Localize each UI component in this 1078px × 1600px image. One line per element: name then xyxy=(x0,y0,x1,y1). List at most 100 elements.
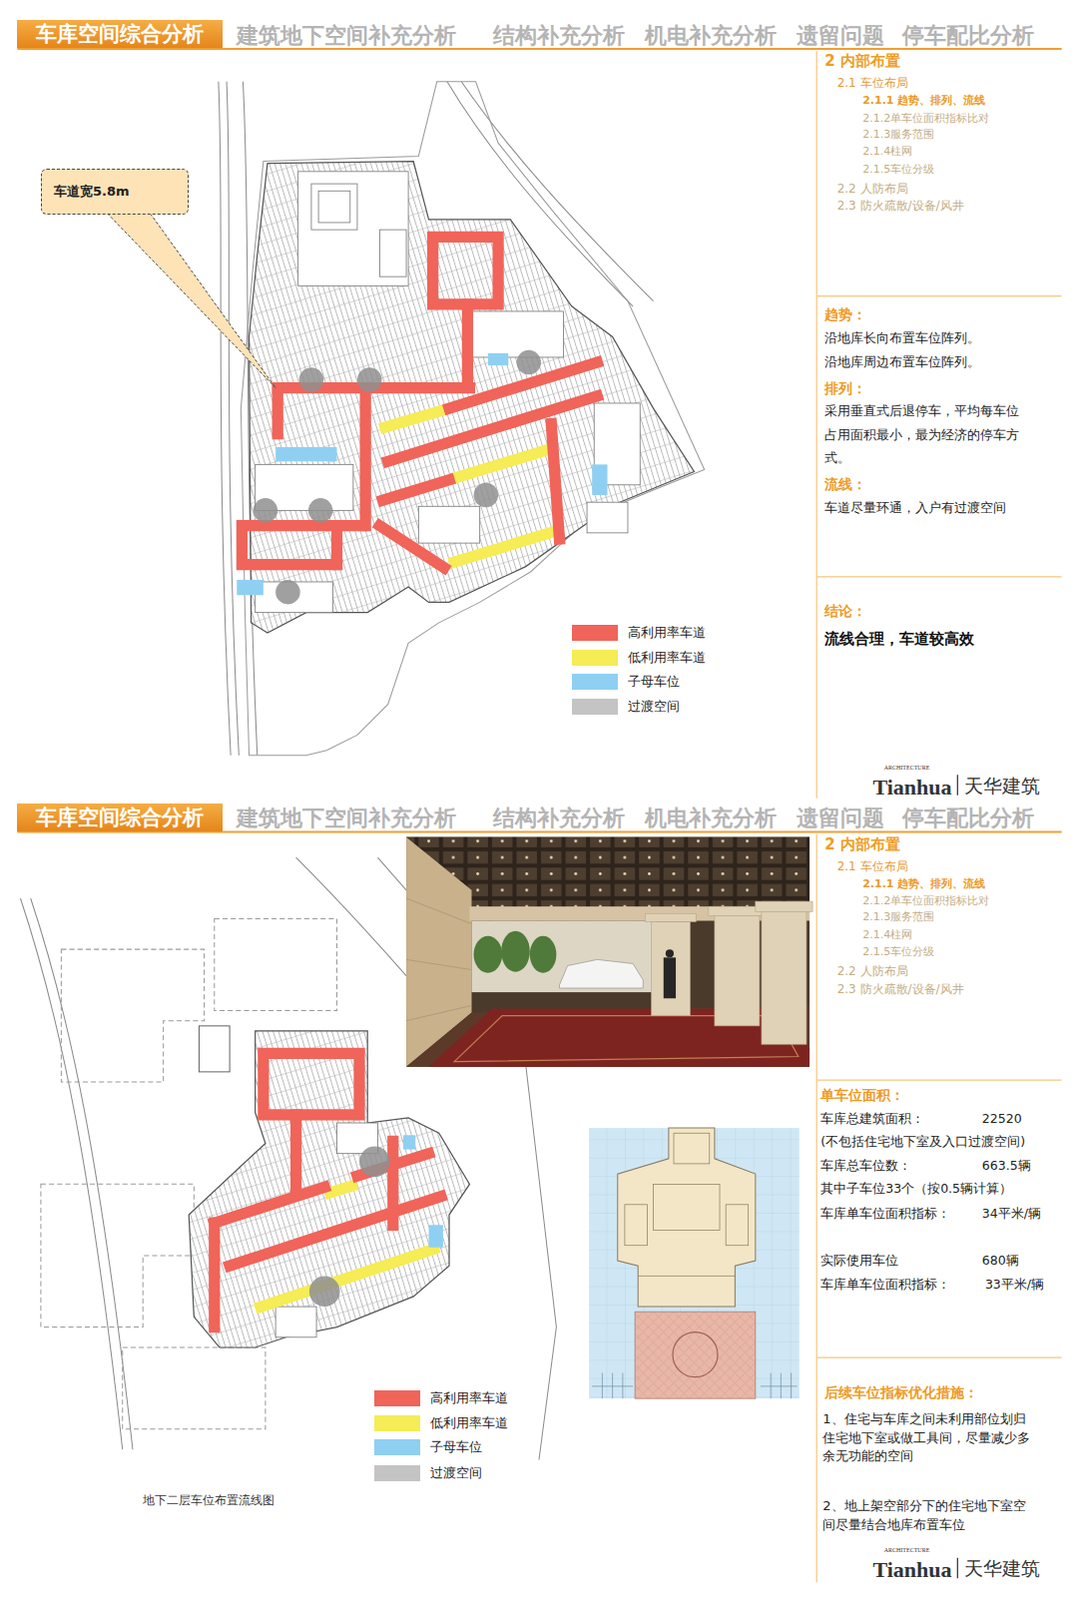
toc-item: 2.1.4柱网 xyxy=(862,928,913,943)
entrance-plan xyxy=(601,1373,603,1400)
data-text: 车库总车位数： xyxy=(820,1157,912,1174)
body-text: 2、地上架空部分下的住宅地下室空间尽量结合地库布置车位 xyxy=(822,1497,1038,1535)
entrance-plan xyxy=(588,1127,800,1399)
logo-text: Tianhua xyxy=(872,1557,952,1584)
entrance-plan xyxy=(624,1204,648,1246)
transition-space xyxy=(275,579,301,605)
data-text: 其中子车位33个（按0.5辆计算） xyxy=(820,1180,1013,1197)
logo-text: Tianhua xyxy=(872,774,952,801)
transition-space xyxy=(359,1146,391,1178)
data-text: 车库单车位面积指标： xyxy=(820,1205,951,1222)
nav-item: 遗留问题 xyxy=(796,22,885,49)
data-text: (不包括住宅地下室及入口过渡空间) xyxy=(820,1133,1026,1150)
railway-line xyxy=(19,857,556,1460)
high-use-lane xyxy=(272,388,284,435)
legend-row: 子母车位 xyxy=(571,671,732,692)
legend-swatch xyxy=(571,673,618,690)
mother-child-stall xyxy=(236,353,607,595)
toc-item: 2.1.3服务范围 xyxy=(862,127,935,142)
header-rule xyxy=(16,48,1062,832)
header-tab: 车库空间综合分析 xyxy=(16,19,223,48)
high-use-lane xyxy=(387,1140,399,1225)
high-use-lane xyxy=(229,1196,442,1267)
render-photo xyxy=(474,936,504,974)
transition-space xyxy=(308,498,334,524)
building-core xyxy=(318,190,351,223)
high-use-lane xyxy=(360,388,372,527)
legend-swatch xyxy=(571,624,618,641)
entrance-plan xyxy=(790,1373,792,1400)
toc-item: 2 内部布置 xyxy=(824,835,901,854)
transition-space xyxy=(309,1275,341,1307)
body-text: 沿地库周边布置车位阵列。 xyxy=(824,350,981,375)
transition-space xyxy=(516,350,541,376)
toc-item: 2.3 防火疏散/设备/风井 xyxy=(837,198,965,214)
logo-divider xyxy=(957,1558,959,1579)
render-photo xyxy=(644,901,813,1045)
legend-text: 高利用率车道 xyxy=(627,622,706,643)
toc-item: 2.1.4柱网 xyxy=(862,144,913,159)
data-text: 车库总建筑面积： xyxy=(820,1110,925,1127)
render-photo xyxy=(663,949,676,999)
building-core xyxy=(311,183,358,230)
slides xyxy=(16,48,1062,1583)
body-text: 沿地库长向布置车位阵列。 xyxy=(824,326,981,351)
high-use-lane xyxy=(208,1222,220,1327)
nav-item: 遗留问题 xyxy=(796,805,885,832)
legend-swatch xyxy=(571,649,618,666)
legend-row: 高利用率车道 xyxy=(571,622,732,643)
render-photo xyxy=(406,898,472,1022)
nav-item: 停车配比分析 xyxy=(902,22,1035,49)
panel-rule xyxy=(816,575,1062,577)
garage-outline xyxy=(188,1031,470,1348)
toc-item: 2.1 车位布局 xyxy=(837,859,909,875)
legend-text: 过渡空间 xyxy=(627,696,680,717)
legend-text: 子母车位 xyxy=(627,671,680,692)
toc-item: 2.1.3服务范围 xyxy=(862,910,935,925)
legend-swatch xyxy=(374,1439,421,1456)
toc-item: 2.1.1 趋势、排列、流线 xyxy=(862,93,986,108)
toc-item: 2.1.5车位分级 xyxy=(862,945,935,960)
data-text: 33平米/辆 xyxy=(985,1276,1045,1293)
render-photo xyxy=(644,913,696,922)
toc-item: 2.2 人防布局 xyxy=(837,964,909,980)
legend-row: 高利用率车道 xyxy=(374,1388,535,1409)
railway-line xyxy=(226,81,239,756)
section-heading: 排列： xyxy=(824,379,867,398)
render-photo xyxy=(761,911,807,1045)
data-text: 22520 xyxy=(982,1110,1023,1127)
header-tab: 车库空间综合分析 xyxy=(16,803,223,832)
entrance-plan xyxy=(621,1373,623,1400)
mother-child-stall xyxy=(429,1224,444,1248)
render-photo xyxy=(406,837,813,1068)
entrance-plan xyxy=(624,1132,749,1276)
building-core xyxy=(379,229,407,277)
railway-line xyxy=(19,898,122,1450)
mother-child-stall xyxy=(591,464,607,496)
building-core xyxy=(471,311,563,358)
low-use-lane xyxy=(379,408,450,429)
building-outline xyxy=(40,918,338,1429)
node-text: 车库空间综合分析 xyxy=(26,21,213,46)
section-heading: 结论： xyxy=(824,601,867,620)
mother-child-stall xyxy=(403,1134,416,1149)
toc-item: 2.1 车位布局 xyxy=(837,75,909,91)
legend-row: 过渡空间 xyxy=(571,696,732,717)
logo-text: ARCHITECTURE xyxy=(884,764,931,772)
toc-item: 2.1.5车位分级 xyxy=(862,162,935,177)
callout-tail xyxy=(107,213,277,389)
data-text: 车库单车位面积指标： xyxy=(820,1276,951,1293)
transition-space xyxy=(309,1146,391,1308)
transition-space xyxy=(299,367,325,393)
render-photo xyxy=(530,936,557,974)
entrance-plan xyxy=(673,1132,710,1164)
logo-divider xyxy=(957,774,959,795)
data-text: 实际使用车位 xyxy=(820,1252,899,1269)
logo-text: 天华建筑 xyxy=(964,1557,1041,1582)
high-use-lane xyxy=(214,1186,325,1223)
section-heading: 单车位面积： xyxy=(820,1085,905,1104)
high-use-lane xyxy=(331,526,343,565)
